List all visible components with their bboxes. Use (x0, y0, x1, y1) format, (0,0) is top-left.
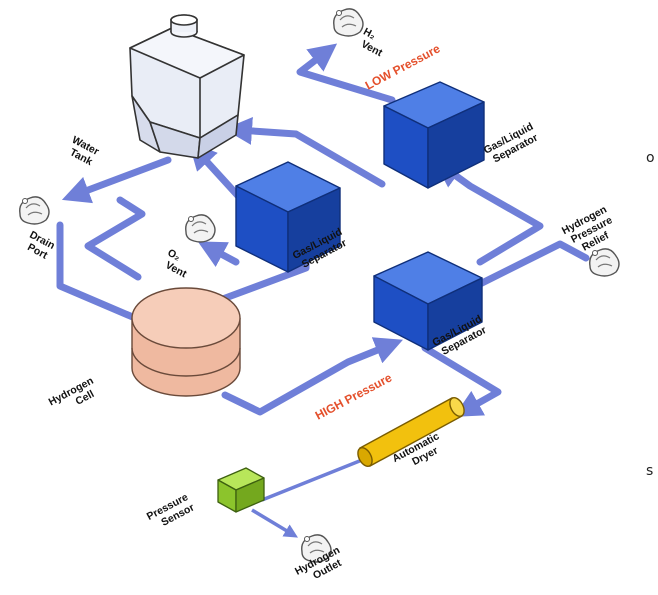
water-tank-label: Water Tank (68, 134, 101, 168)
pipe-return-to-tank (224, 116, 386, 188)
svg-text:H₂: H₂ (361, 26, 378, 43)
drain-port-valve-icon (19, 196, 50, 225)
pipe-high-separator-to-dryer (421, 344, 502, 417)
separator-block-icon (373, 251, 483, 351)
pipe-tank-to-drain (61, 156, 172, 204)
pipe-tank-to-cell (84, 196, 146, 281)
pipe-mid-separator-to-tank (188, 141, 244, 202)
hydrogen-cell-icon (131, 287, 241, 397)
separator-block-icon (383, 81, 485, 189)
pipe-cell-to-high-separator (221, 337, 403, 416)
pipe-high-to-low-separator (433, 159, 544, 266)
o2-vent-valve-icon (185, 214, 216, 243)
o2-vent-label: O₂ Vent (163, 247, 189, 281)
hydrogen-cell-label: Hydrogen Cell (47, 375, 97, 409)
dryer-cylinder-icon (357, 397, 465, 467)
separator-low-label: Gas/Liquid Separator (482, 121, 540, 166)
pipe-left-loop (56, 221, 139, 322)
h2-vent-valve-icon (333, 8, 364, 37)
pipe-to-o2-vent (197, 241, 240, 267)
thin-pipe-network (251, 458, 363, 538)
svg-text:Vent: Vent (359, 38, 385, 59)
svg-text:Vent: Vent (163, 259, 189, 280)
cropped-edge-text-right: o (646, 150, 655, 166)
pressure-sensor-label: Pressure Sensor (145, 491, 197, 529)
drain-port-label: Drain Port (25, 229, 56, 262)
relief-valve-icon (589, 248, 620, 277)
pipe-dryer-to-sensor (261, 458, 363, 502)
pressure-sensor-icon (217, 467, 265, 513)
pipe-to-relief (476, 240, 590, 288)
pipe-sensor-to-outlet (251, 508, 299, 538)
cropped-edge-text-left: s (646, 463, 654, 479)
separator-block-icon (235, 161, 341, 273)
pipe-to-h2-vent (296, 43, 396, 104)
svg-text:O₂: O₂ (165, 247, 182, 264)
pipe-network (56, 43, 590, 417)
water-tank-icon (129, 14, 245, 159)
